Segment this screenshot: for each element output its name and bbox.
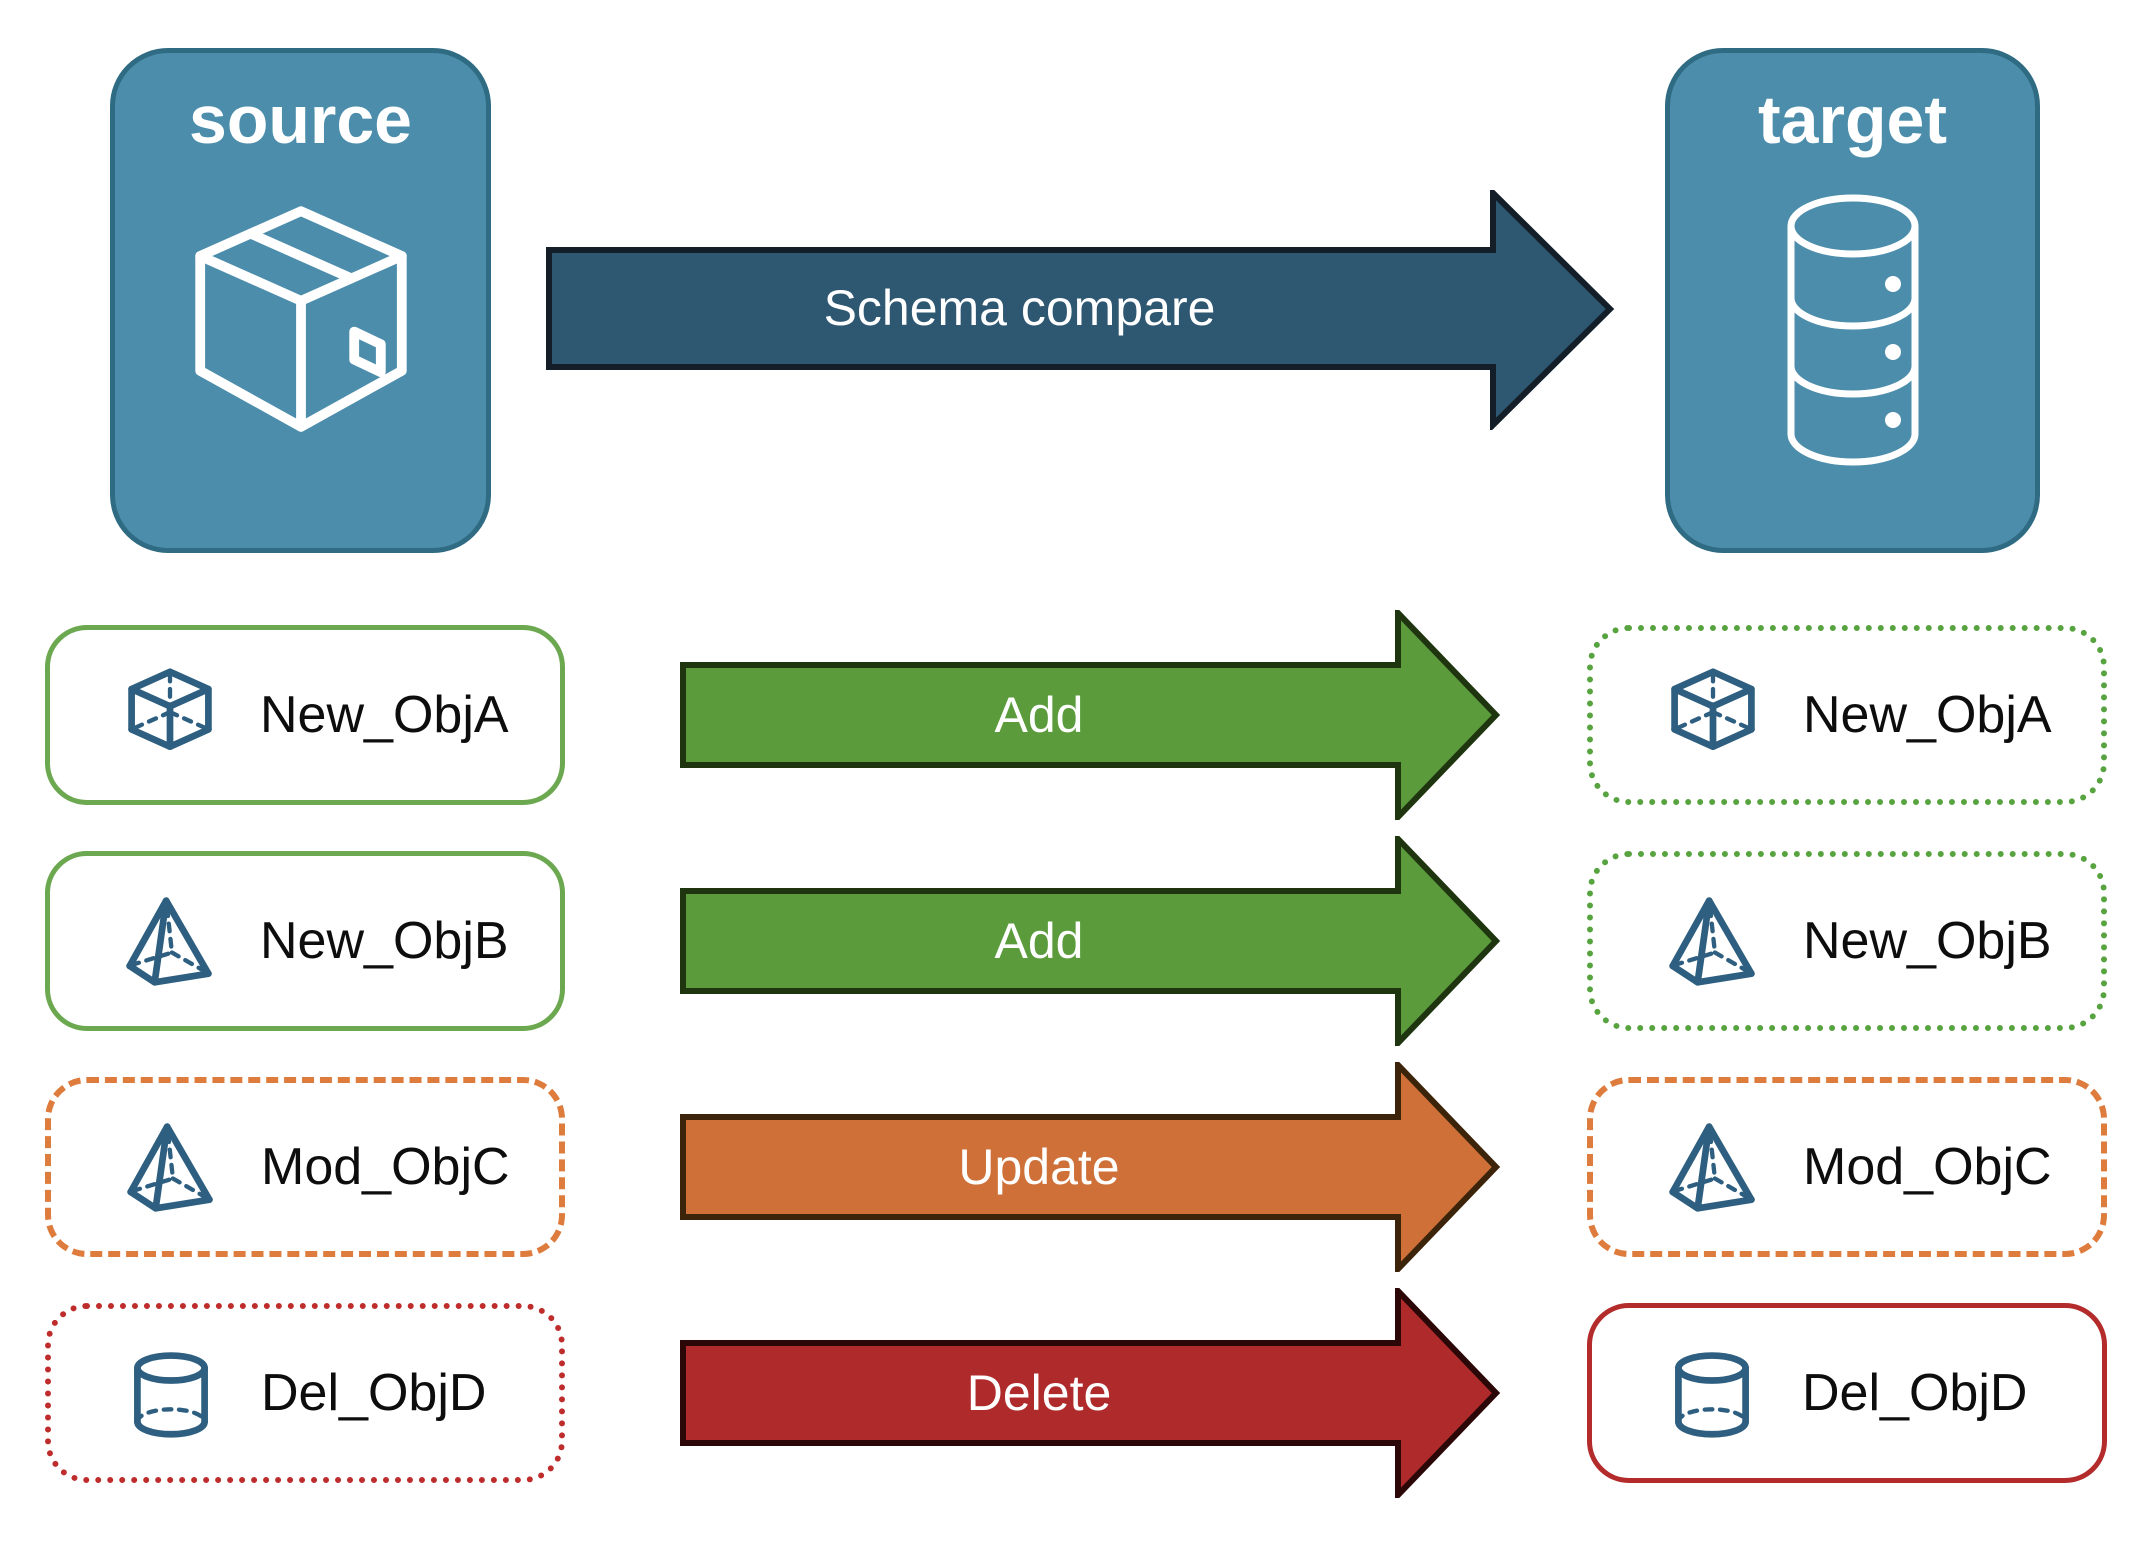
object-label: New_ObjB: [1803, 912, 2052, 970]
pyramid-icon: [1669, 897, 1755, 986]
source-object-del-objd: Del_ObjD: [45, 1303, 565, 1483]
source-object-new-obja: New_ObjA: [45, 625, 565, 805]
package-icon: [161, 186, 441, 466]
add-arrow-label: Add: [994, 913, 1084, 969]
target-object-mod-objc: Mod_ObjC: [1587, 1077, 2107, 1257]
source-node: source: [110, 48, 491, 553]
source-title: source: [189, 82, 412, 158]
object-label: Mod_ObjC: [1803, 1138, 2052, 1196]
update-arrow-label: Update: [958, 1139, 1120, 1195]
source-object-mod-objc: Mod_ObjC: [45, 1077, 565, 1257]
target-object-new-objb: New_ObjB: [1587, 851, 2107, 1031]
object-label: New_ObjB: [260, 912, 509, 970]
add-arrow-row2: Add: [680, 836, 1502, 1046]
schema-compare-label: Schema compare: [823, 280, 1216, 336]
cube-icon: [128, 668, 212, 751]
pyramid-icon: [126, 897, 212, 986]
object-label: Del_ObjD: [261, 1364, 487, 1422]
target-object-new-obja: New_ObjA: [1587, 625, 2107, 805]
object-label: New_ObjA: [1803, 686, 2052, 744]
target-object-del-objd: Del_ObjD: [1587, 1303, 2107, 1483]
add-arrow-label: Add: [994, 687, 1084, 743]
target-node: target: [1665, 48, 2040, 553]
database-icon: [1773, 186, 1933, 476]
update-arrow: Update: [680, 1062, 1502, 1272]
cylinder-icon: [134, 1352, 208, 1438]
schema-compare-arrow: Schema compare: [546, 190, 1621, 430]
cube-icon: [1671, 668, 1755, 751]
delete-arrow: Delete: [680, 1288, 1502, 1498]
target-title: target: [1758, 82, 1947, 158]
object-label: Mod_ObjC: [261, 1138, 510, 1196]
object-label: Del_ObjD: [1802, 1364, 2028, 1422]
cylinder-icon: [1675, 1352, 1749, 1438]
add-arrow-row1: Add: [680, 610, 1502, 820]
pyramid-icon: [127, 1123, 213, 1212]
object-label: New_ObjA: [260, 686, 509, 744]
delete-arrow-label: Delete: [966, 1365, 1112, 1421]
pyramid-icon: [1669, 1123, 1755, 1212]
source-object-new-objb: New_ObjB: [45, 851, 565, 1031]
